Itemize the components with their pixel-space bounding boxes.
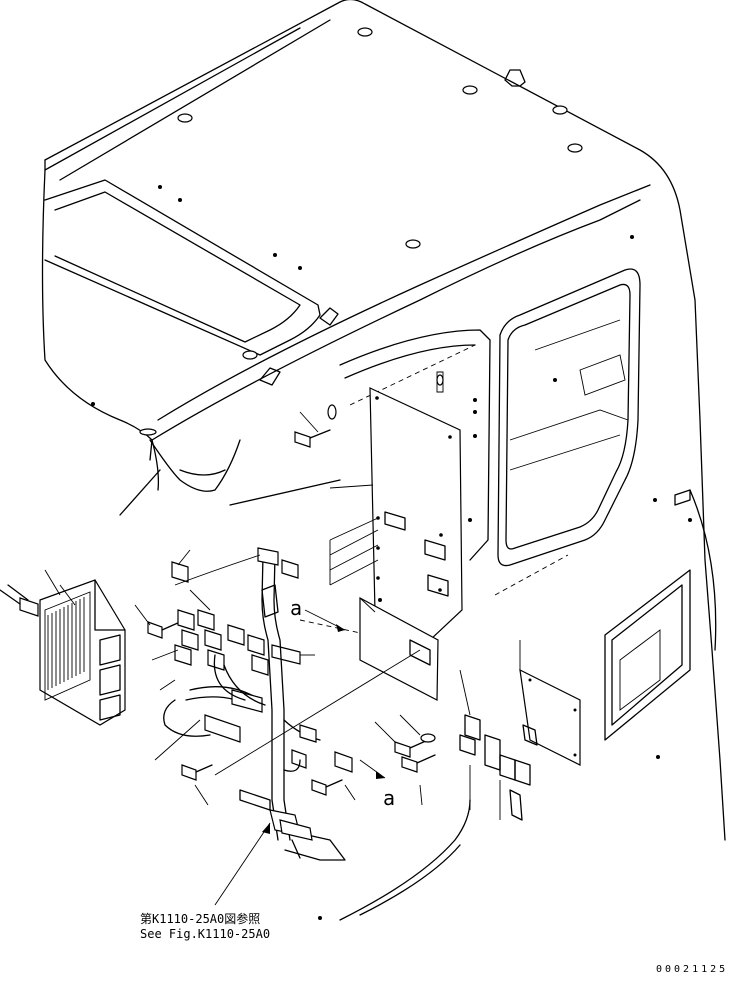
callout-arrows [214,609,421,906]
figure-reference: 第K1110-25A0図参照 See Fig.K1110-25A0 [140,912,270,942]
mounting-plate [329,387,463,701]
secondary-plate [459,640,581,821]
reference-english: See Fig.K1110-25A0 [140,927,271,941]
cab-body [41,0,726,921]
controller-unit [39,569,126,726]
wiring-harness [151,547,356,861]
bolts [0,404,436,806]
reference-japanese: 第K1110-25A0図参照 [140,912,261,926]
drawing-number: 00021125 [656,964,729,975]
callout-a-upper: a [290,596,303,620]
callout-a-lower: a [383,786,396,810]
